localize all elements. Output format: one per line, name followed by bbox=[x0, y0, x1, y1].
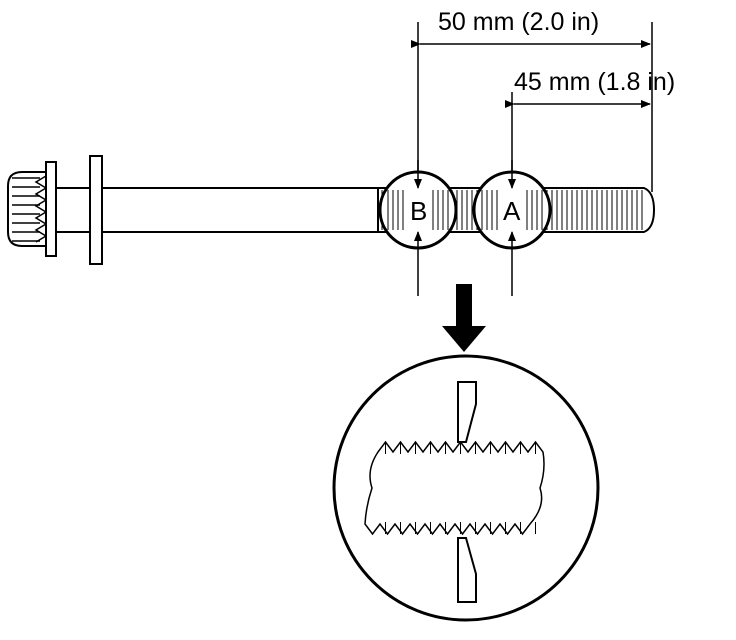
bolt-head-teeth bbox=[34, 175, 48, 243]
dimension-50mm: 50 mm (2.0 in) bbox=[411, 8, 653, 192]
measurement-point-a: A bbox=[472, 160, 552, 296]
dimension-45mm: 45 mm (1.8 in) bbox=[505, 68, 675, 178]
detail-magnified-view bbox=[332, 354, 600, 622]
bolt-flange bbox=[45, 161, 57, 257]
marker-a-hatching bbox=[481, 190, 543, 230]
gauge-jaw-top bbox=[457, 381, 477, 443]
marker-label-b: B bbox=[410, 196, 427, 226]
dimension-label-45mm: 45 mm (1.8 in) bbox=[514, 68, 675, 96]
measurement-point-b: B bbox=[378, 160, 458, 296]
down-arrow-icon bbox=[442, 284, 486, 352]
magnified-thread-crests bbox=[385, 442, 536, 534]
bolt-washer bbox=[89, 155, 103, 265]
bolt-shank bbox=[55, 187, 91, 233]
gauge-jaw-bottom bbox=[457, 537, 477, 603]
magnified-thread bbox=[364, 440, 545, 536]
bolt-head bbox=[7, 171, 47, 247]
marker-label-a: A bbox=[503, 196, 521, 226]
dimension-label-50mm: 50 mm (2.0 in) bbox=[438, 8, 599, 36]
bolt-head-serrations bbox=[12, 177, 40, 242]
bolt-shank-main bbox=[101, 187, 381, 233]
marker-b-hatching bbox=[387, 190, 449, 230]
